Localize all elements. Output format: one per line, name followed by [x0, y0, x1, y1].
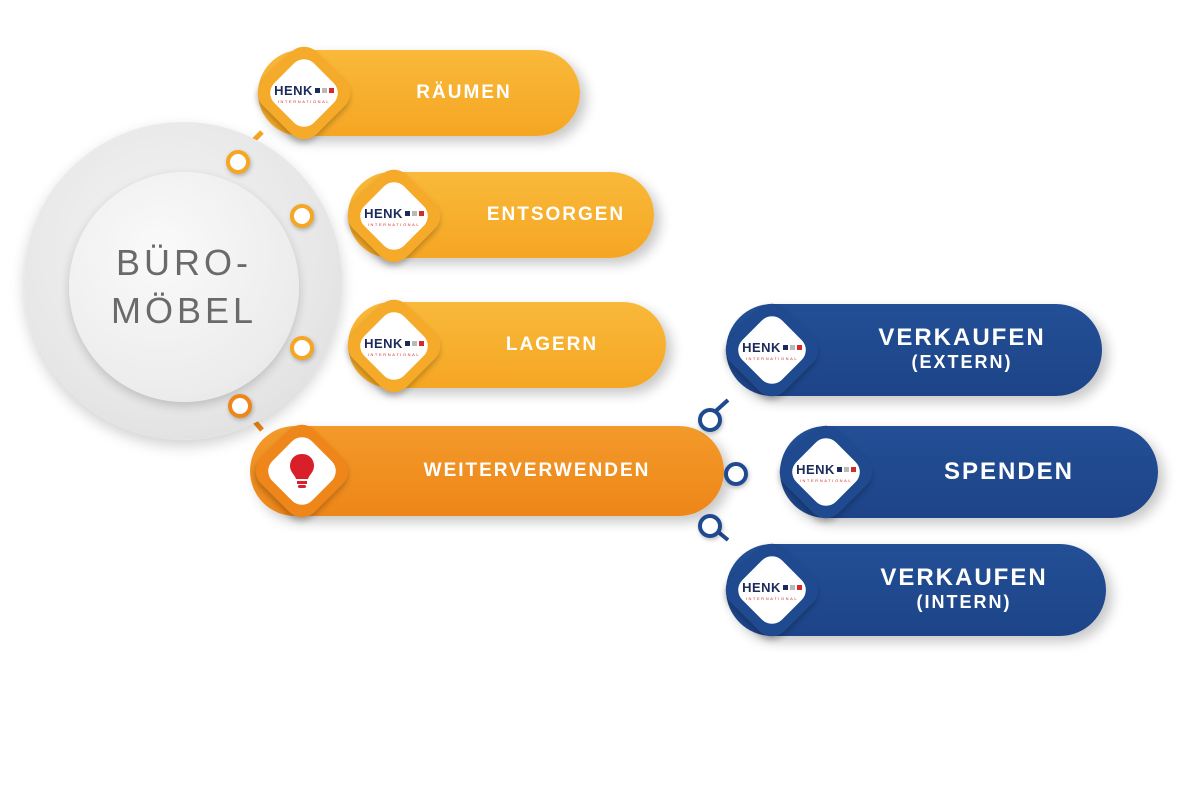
lightbulb-icon: [290, 454, 314, 488]
henk-logo-badge: HENK INTERNATIONAL: [340, 292, 448, 400]
connector-node: [698, 514, 722, 538]
branch-label: WEITERVERWENDEN: [423, 460, 651, 481]
center-hub: BÜRO- MÖBEL: [69, 172, 299, 402]
henk-logo-icon: HENK INTERNATIONAL: [722, 300, 822, 400]
henk-logo-badge: HENK INTERNATIONAL: [340, 162, 448, 270]
henk-logo-badge: HENK INTERNATIONAL: [772, 418, 880, 526]
lightbulb-badge: [248, 417, 356, 525]
connector-node: [724, 462, 748, 486]
branch-label: ENTSORGEN: [486, 204, 626, 225]
sub-branch-label: SPENDEN: [943, 458, 1075, 485]
henk-logo-icon: HENK INTERNATIONAL: [254, 43, 354, 143]
connector-node: [228, 394, 252, 418]
henk-logo-icon: HENK INTERNATIONAL: [344, 296, 444, 396]
center-title-line2: MÖBEL: [110, 290, 258, 331]
connector-node: [290, 336, 314, 360]
connector-node: [226, 150, 250, 174]
connector-node: [290, 204, 314, 228]
henk-logo-icon: HENK INTERNATIONAL: [722, 540, 822, 640]
sub-branch-label: VERKAUFEN (EXTERN): [878, 324, 1046, 373]
henk-logo-badge: HENK INTERNATIONAL: [718, 536, 826, 644]
sub-branch-label: VERKAUFEN (INTERN): [880, 564, 1048, 613]
branch-label: RÄUMEN: [416, 82, 512, 103]
branch-label: LAGERN: [505, 334, 599, 355]
henk-logo-icon: HENK INTERNATIONAL: [776, 422, 876, 522]
connector-node: [698, 408, 722, 432]
henk-logo-badge: HENK INTERNATIONAL: [250, 39, 358, 147]
henk-logo-badge: HENK INTERNATIONAL: [718, 296, 826, 404]
center-title-line1: BÜRO-: [116, 242, 252, 283]
henk-logo-icon: HENK INTERNATIONAL: [344, 166, 444, 266]
